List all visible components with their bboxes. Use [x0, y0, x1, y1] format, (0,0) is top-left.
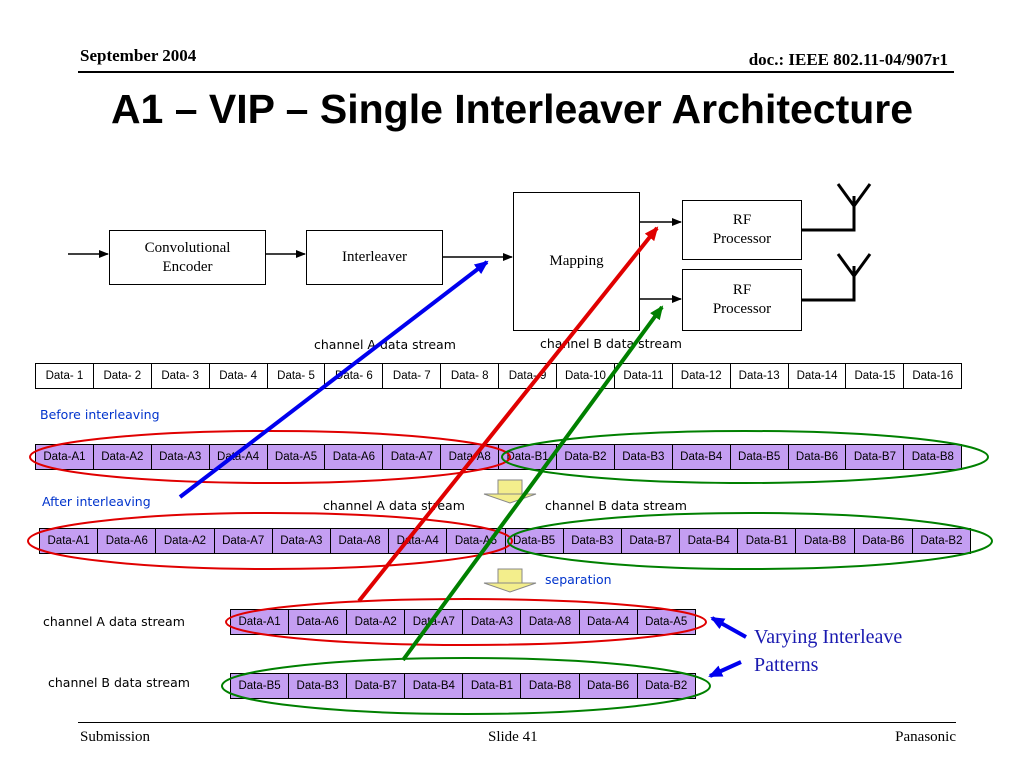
data-cell: Data-A8 — [520, 609, 580, 635]
data-cell: Data-B8 — [903, 444, 963, 470]
data-cell: Data- 3 — [150, 363, 210, 389]
data-cell: Data-B6 — [578, 673, 638, 699]
mapping-label: Mapping — [549, 253, 604, 269]
data-cell: Data-B7 — [346, 673, 406, 699]
data-cell: Data-A7 — [382, 444, 442, 470]
data-cell: Data- 1 — [35, 363, 94, 389]
channel-a-mid-label: channel A data stream — [323, 498, 465, 513]
channel-b-mid-label: channel B data stream — [545, 498, 687, 513]
ellipse-after-b — [507, 512, 993, 570]
data-cell: Data-B7 — [620, 528, 681, 554]
data-cell: Data- 8 — [440, 363, 500, 389]
ellipse-after-a — [27, 512, 513, 570]
header-divider — [78, 71, 954, 73]
ellipse-before-b — [501, 430, 989, 484]
rf-processor-bottom-block: RF Processor — [682, 269, 802, 331]
data-cell: Data-15 — [845, 363, 905, 389]
separation-label: separation — [545, 572, 612, 587]
footer-submission: Submission — [80, 729, 151, 745]
varying-interleave-note: Varying Interleave Patterns — [754, 626, 903, 676]
footer-slide-number: Slide 41 — [488, 729, 538, 745]
data-cell: Data-B6 — [853, 528, 913, 554]
data-cell: Data-B4 — [671, 444, 731, 470]
footer-divider — [78, 722, 956, 723]
antenna-top-icon — [802, 183, 872, 232]
header-doc-id: doc.: IEEE 802.11-04/907r1 — [748, 50, 948, 69]
convolutional-encoder-block: Convolutional Encoder — [109, 230, 266, 285]
channel-b-top-label: channel B data stream — [540, 336, 682, 351]
interleaver-block: Interleaver — [306, 230, 443, 285]
data-cell: Data-A5 — [266, 444, 326, 470]
mapping-block: Mapping — [513, 192, 640, 331]
channel-a-top-label: channel A data stream — [314, 337, 456, 352]
data-cell: Data-A3 — [271, 528, 331, 554]
footer-company: Panasonic — [895, 729, 956, 745]
data-cell: Data-A2 — [155, 528, 215, 554]
green-arrow-to-rf-bottom — [401, 305, 664, 662]
data-cell: Data-11 — [613, 363, 673, 389]
convolutional-encoder-label: Convolutional Encoder — [144, 239, 231, 275]
channel-b-stream-label: channel B data stream — [48, 675, 190, 690]
ellipse-before-a — [29, 430, 511, 484]
down-arrow-icon-2 — [483, 568, 537, 593]
data-cell: Data-A1 — [39, 528, 99, 554]
data-cell: Data- 7 — [382, 363, 442, 389]
data-cell: Data-B2 — [911, 528, 971, 554]
interleaver-label: Interleaver — [342, 249, 407, 265]
antenna-bottom-icon — [802, 253, 872, 302]
data-cell: Data-16 — [903, 363, 963, 389]
data-cell: Data-12 — [671, 363, 731, 389]
data-cell: Data-A2 — [92, 444, 152, 470]
data-cell: Data-B5 — [230, 673, 290, 699]
data-cell: Data-A8 — [329, 528, 390, 554]
data-cell: Data-A6 — [324, 444, 384, 470]
data-cell: Data-B4 — [679, 528, 739, 554]
data-cell: Data-B2 — [636, 673, 696, 699]
slide-title: A1 – VIP – Single Interleaver Architectu… — [110, 86, 914, 132]
data-cell: Data-B5 — [729, 444, 789, 470]
data-cell: Data-B7 — [845, 444, 905, 470]
rf-processor-top-label: RF Processor — [712, 212, 772, 247]
channel-a-stream-label: channel A data stream — [43, 614, 185, 629]
rf-processor-top-block: RF Processor — [682, 200, 802, 260]
before-interleaving-label: Before interleaving — [40, 407, 160, 422]
ellipse-channel-b — [221, 657, 711, 715]
data-cell: Data-B1 — [462, 673, 522, 699]
data-cell: Data-B1 — [737, 528, 797, 554]
data-cell: Data-B8 — [795, 528, 855, 554]
data-cell: Data-13 — [729, 363, 789, 389]
blue-arrow-note-b — [708, 660, 742, 678]
data-cell: Data-B6 — [787, 444, 847, 470]
data-cell: Data-A3 — [462, 609, 522, 635]
data-cell: Data-A2 — [346, 609, 406, 635]
data-cell: Data-A3 — [150, 444, 210, 470]
data-cell: Data- 2 — [92, 363, 152, 389]
data-cell: Data-10 — [556, 363, 615, 389]
data-cell: Data-B2 — [556, 444, 615, 470]
rf-processor-bottom-label: RF Processor — [712, 282, 772, 317]
ellipse-channel-a — [225, 598, 707, 646]
data-cell: Data-A6 — [97, 528, 157, 554]
after-interleaving-label: After interleaving — [42, 494, 151, 509]
data-cell: Data-B3 — [562, 528, 622, 554]
data-cell: Data-B3 — [288, 673, 348, 699]
data-cell: Data-A7 — [404, 609, 464, 635]
data-cell: Data-B4 — [404, 673, 464, 699]
data-cell: Data-14 — [787, 363, 847, 389]
data-cell: Data-A6 — [288, 609, 348, 635]
blue-arrow-note-a — [710, 616, 747, 639]
header-date: September 2004 — [80, 46, 197, 65]
data-cell: Data-A4 — [578, 609, 638, 635]
red-arrow-to-rf-top — [357, 226, 659, 603]
data-cell: Data- 4 — [208, 363, 268, 389]
blue-arrow-to-interleaver — [178, 260, 489, 499]
data-cell: Data-A8 — [440, 444, 500, 470]
data-cell: Data- 5 — [266, 363, 326, 389]
